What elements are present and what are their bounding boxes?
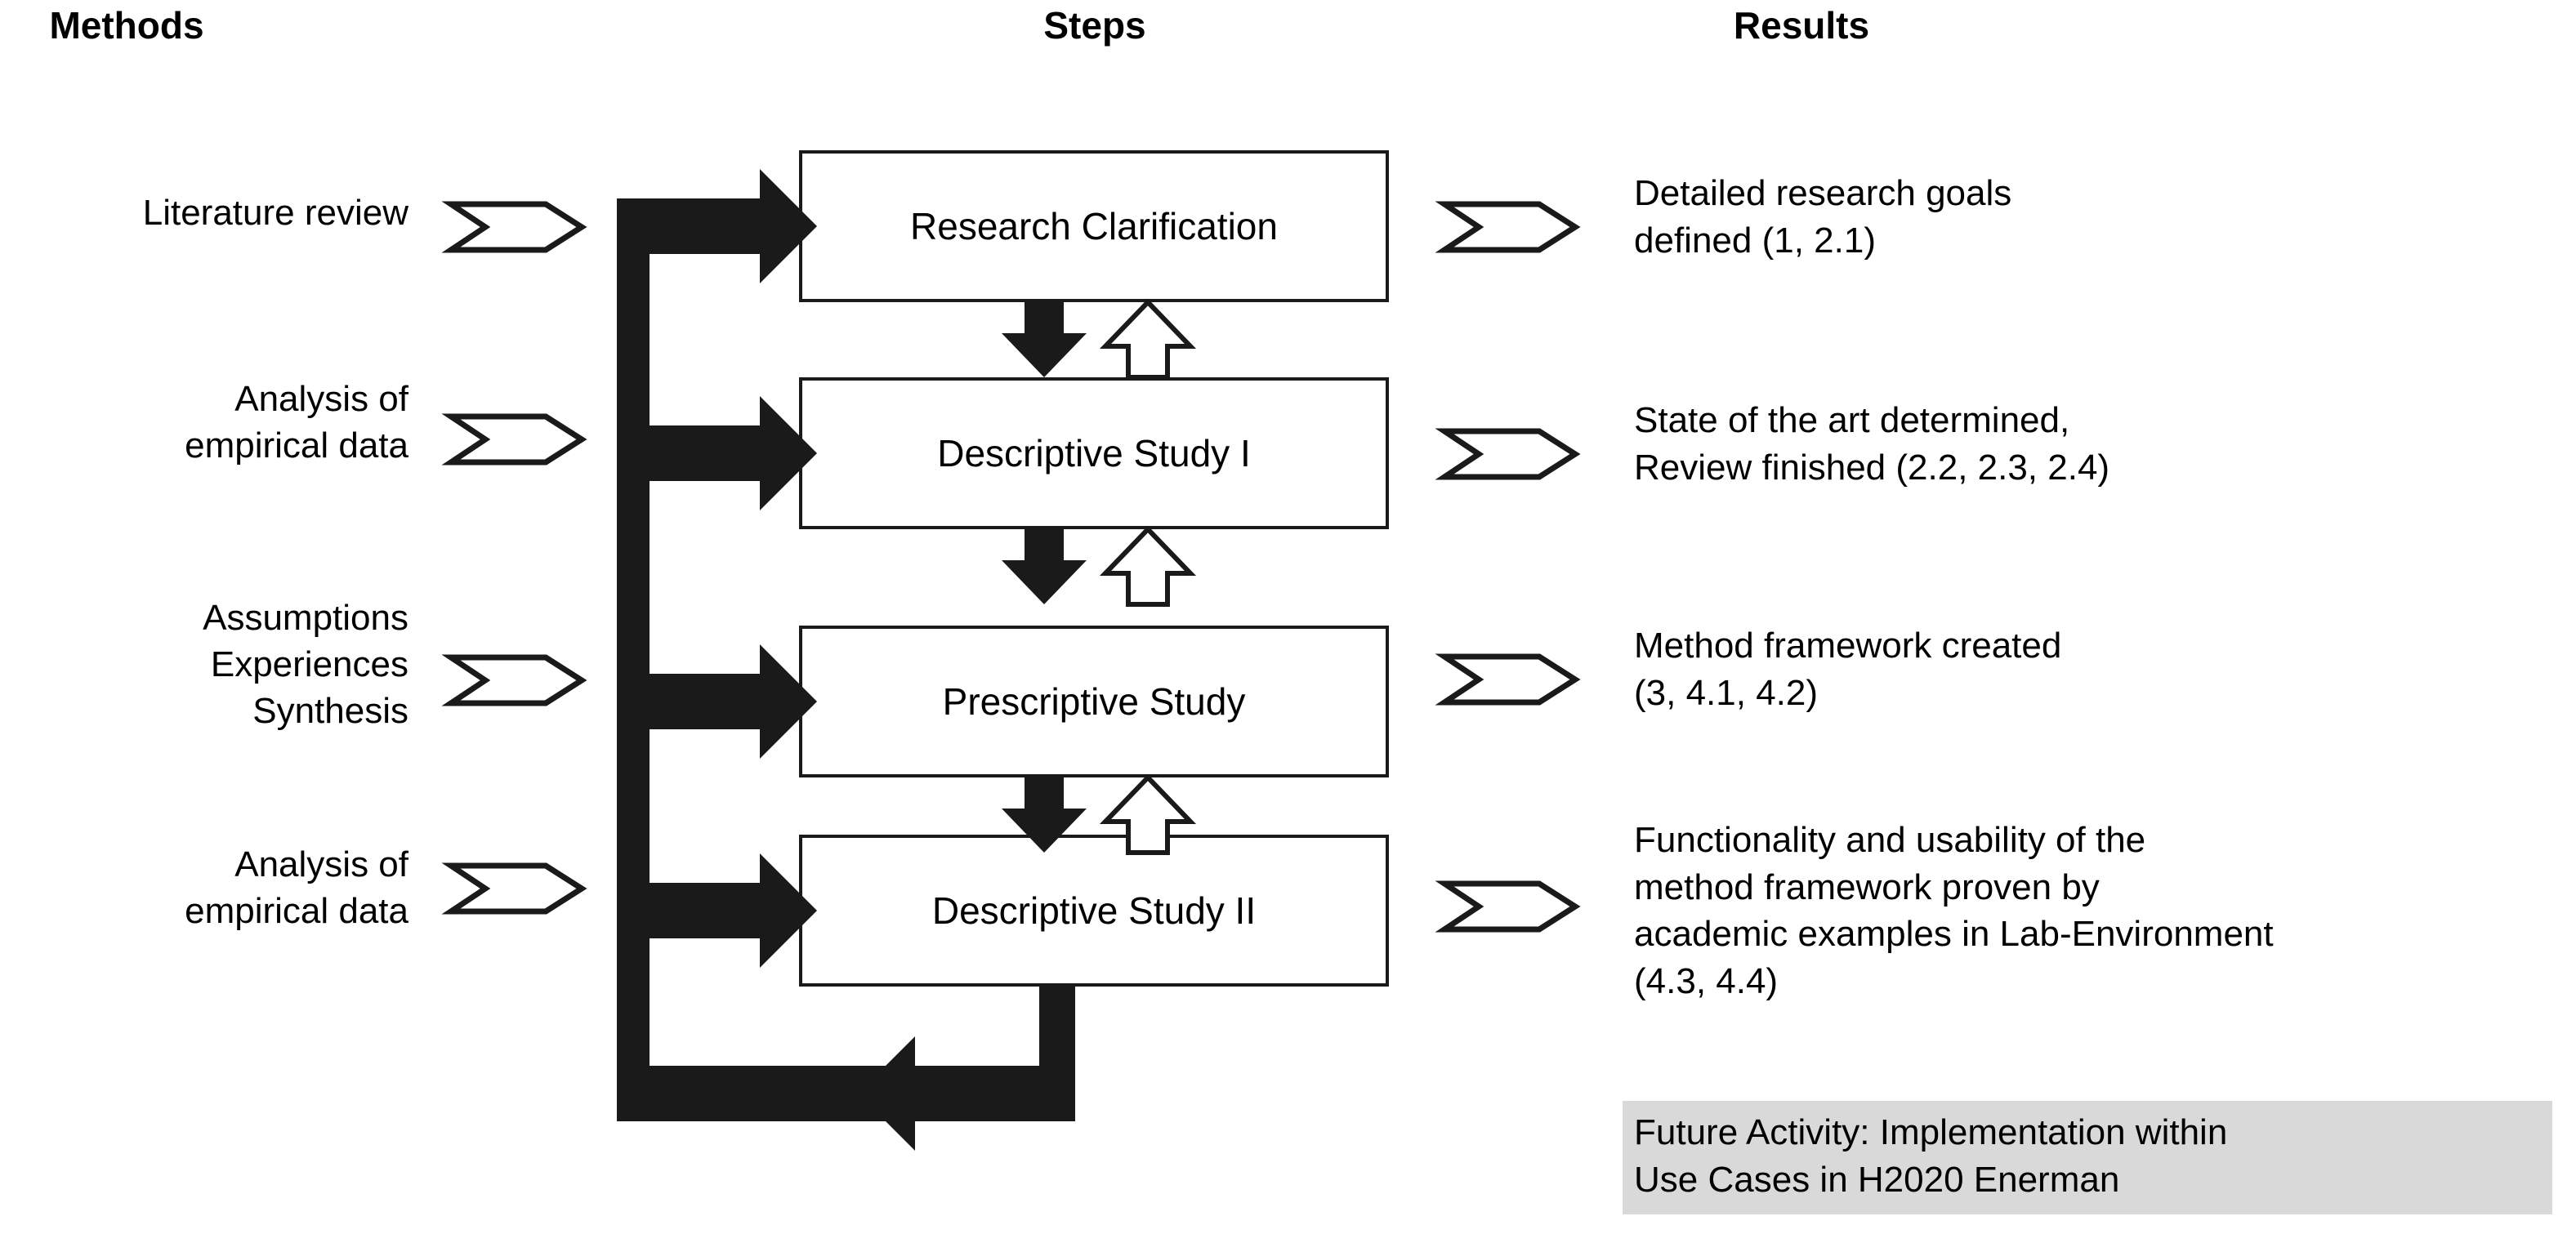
- spine-input-arrow-2: [650, 396, 817, 510]
- step-box-label: Research Clarification: [910, 205, 1278, 247]
- feedback-arrow-up-1: [1099, 298, 1197, 380]
- feedback-loop-to-spine: [617, 987, 1075, 1151]
- method-label-1: Literature review: [142, 193, 408, 233]
- result-chevron-2: [1435, 428, 1581, 480]
- step-box-label: Prescriptive Study: [942, 680, 1246, 723]
- future-activity-note: Future Activity: Implementation within U…: [1623, 1101, 2552, 1215]
- column-header-results: Results: [1733, 4, 1870, 47]
- forward-arrow-down-1: [1002, 302, 1087, 377]
- result-label-2: State of the art determined, Review fini…: [1634, 400, 2110, 488]
- result-label-4: Functionality and usability of the metho…: [1634, 820, 2274, 1001]
- process-spine-bar: [617, 198, 650, 1098]
- result-chevron-4: [1435, 880, 1581, 933]
- result-label-3: Method framework created (3, 4.1, 4.2): [1634, 626, 2062, 713]
- method-label-2: Analysis of empirical data: [185, 379, 408, 466]
- column-header-steps: Steps: [1043, 4, 1146, 47]
- method-chevron-2: [441, 413, 587, 466]
- method-label-3: Assumptions Experiences Synthesis: [203, 598, 408, 732]
- method-chevron-3: [441, 654, 587, 706]
- method-chevron-4: [441, 862, 587, 915]
- result-chevron-1: [1435, 201, 1581, 253]
- method-chevron-1: [441, 201, 587, 253]
- step-box-label: Descriptive Study I: [937, 432, 1251, 474]
- spine-input-arrow-3: [650, 644, 817, 759]
- spine-input-arrow-4: [650, 853, 817, 968]
- spine-input-arrow-group: [650, 169, 817, 968]
- forward-arrow-down-2: [1002, 529, 1087, 604]
- result-label-1: Detailed research goals defined (1, 2.1): [1634, 173, 2012, 261]
- spine-input-arrow-1: [650, 169, 817, 283]
- step-box-descriptive-study-i[interactable]: Descriptive Study I: [799, 377, 1389, 529]
- method-label-4: Analysis of empirical data: [185, 844, 408, 932]
- column-header-methods: Methods: [49, 4, 204, 47]
- step-box-prescriptive-study[interactable]: Prescriptive Study: [799, 626, 1389, 777]
- step-box-descriptive-study-ii[interactable]: Descriptive Study II: [799, 835, 1389, 987]
- step-box-label: Descriptive Study II: [931, 889, 1257, 932]
- feedback-arrow-up-2: [1099, 525, 1197, 607]
- step-box-research-clarification[interactable]: Research Clarification: [799, 150, 1389, 302]
- result-chevron-3: [1435, 653, 1581, 706]
